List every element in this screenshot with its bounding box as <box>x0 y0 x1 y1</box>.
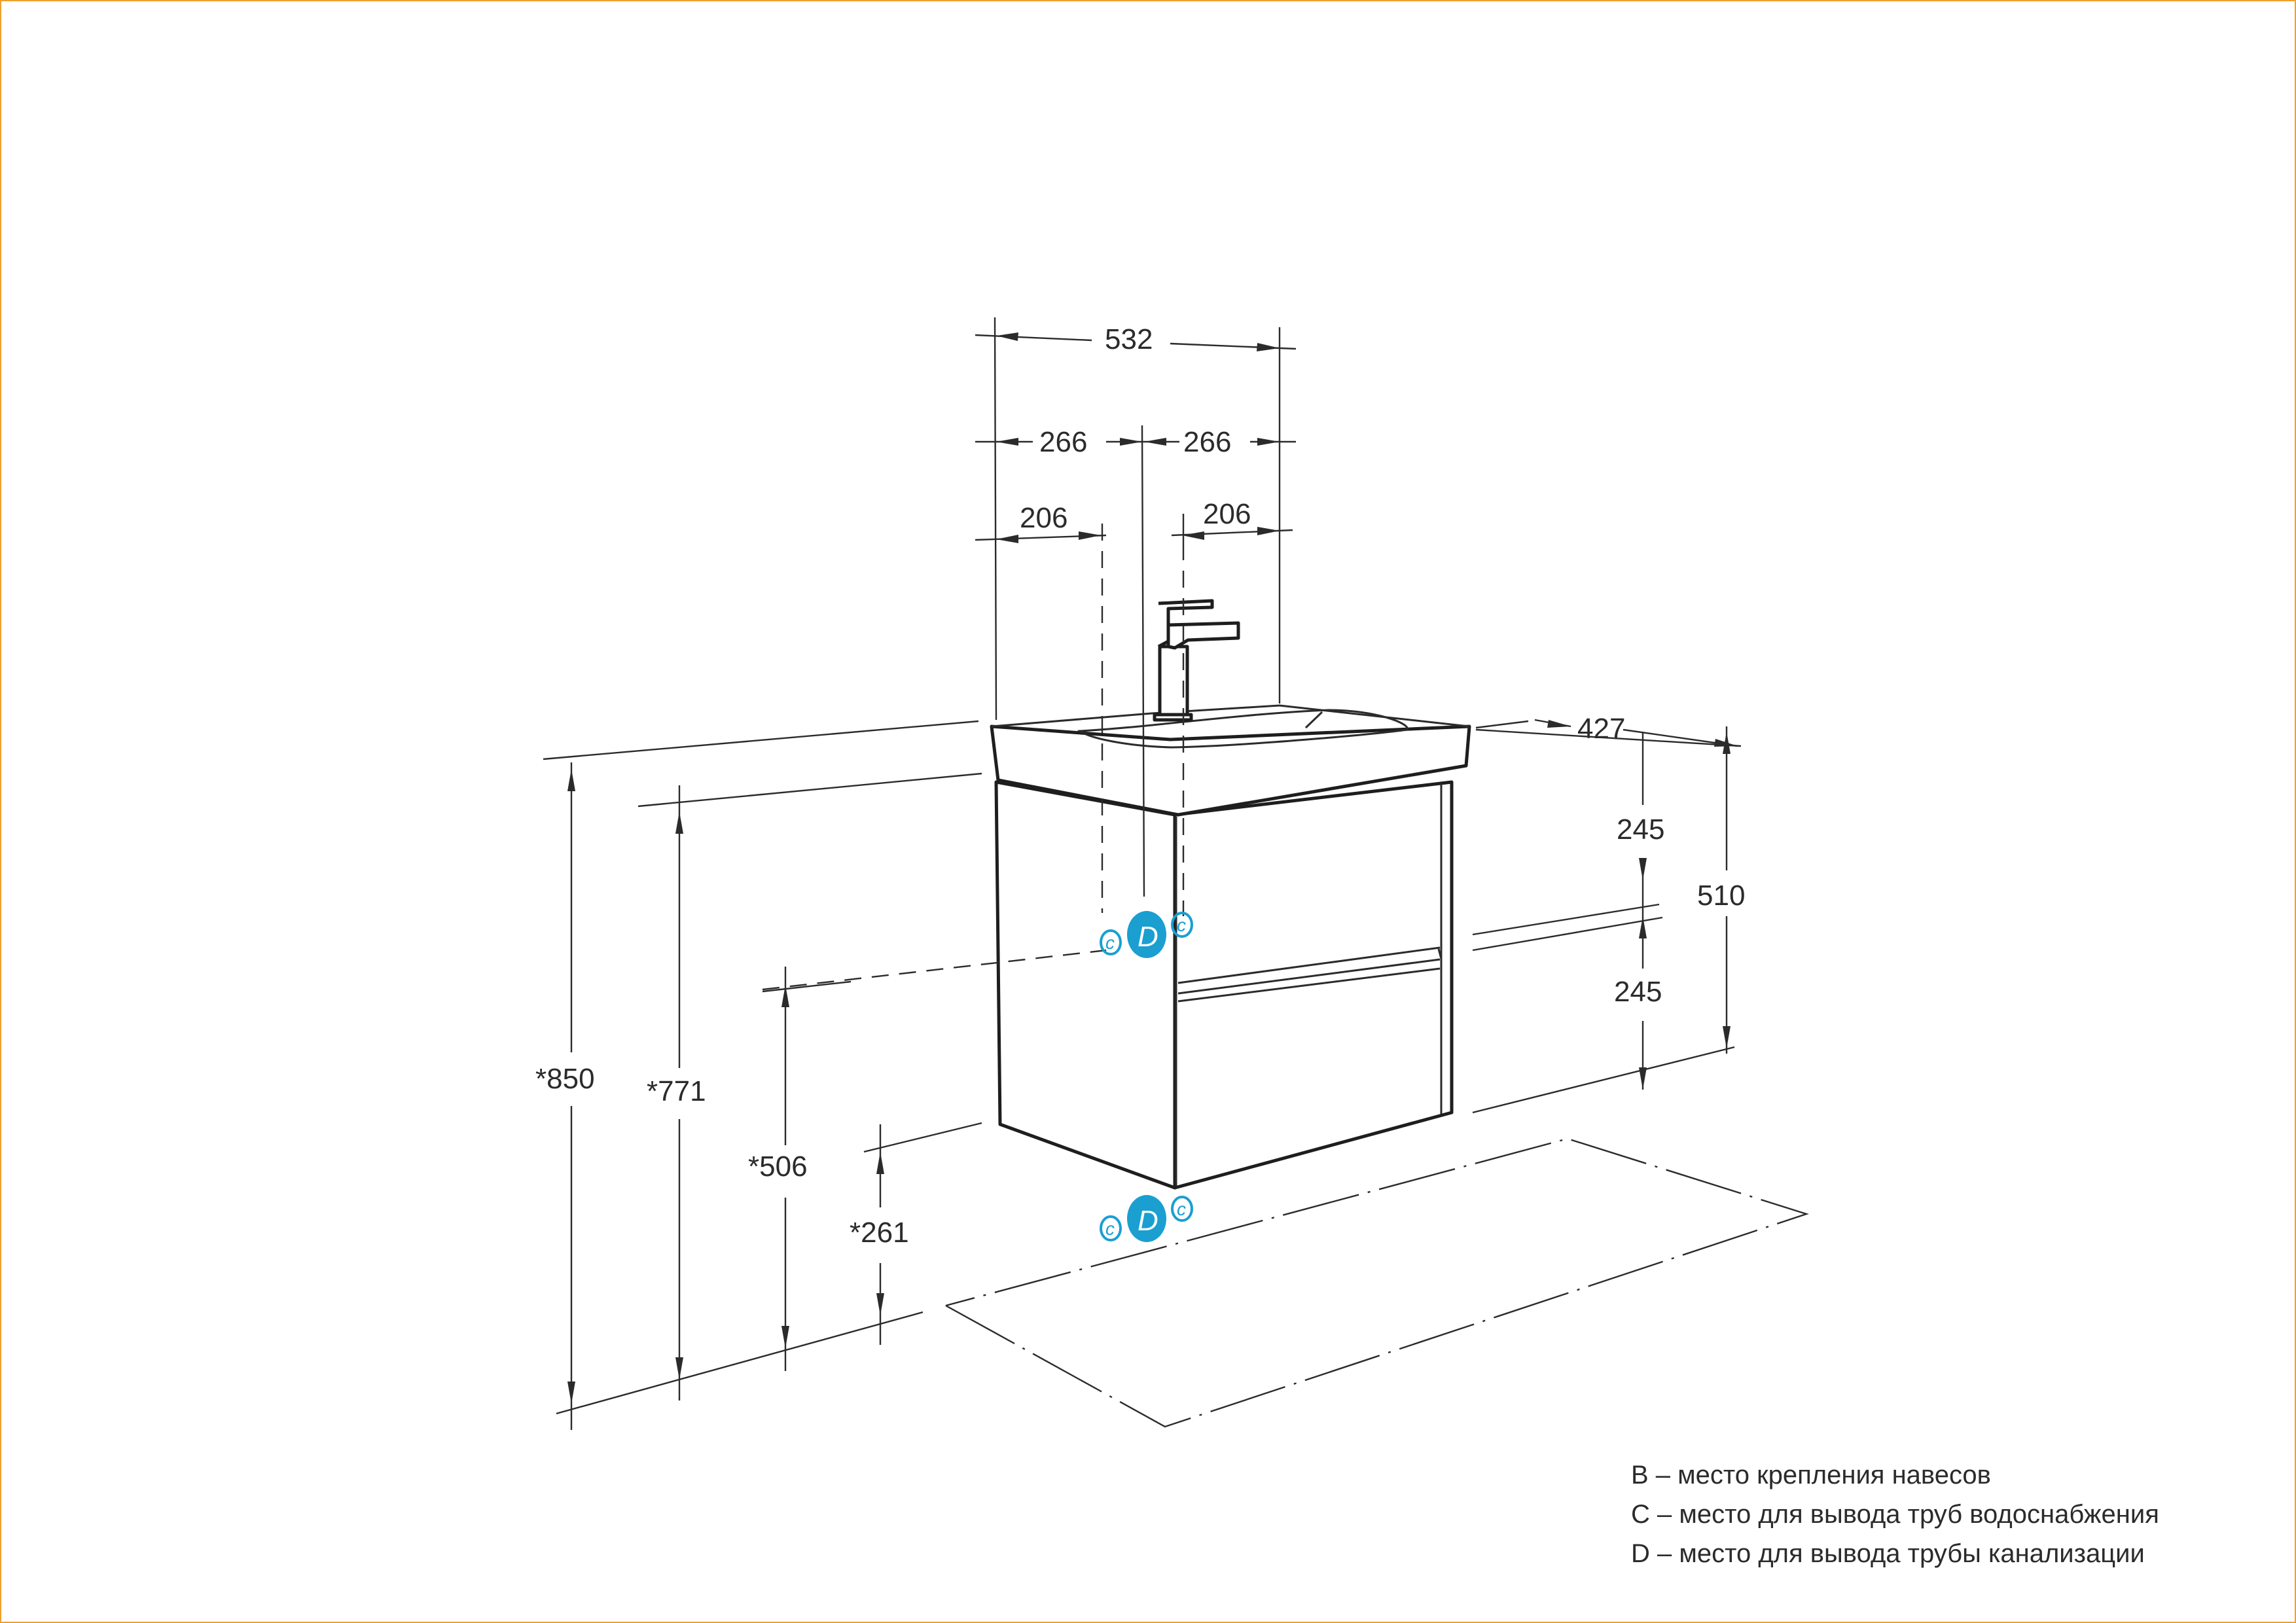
dim-850: *850 <box>535 762 595 1430</box>
faucet-spout <box>1166 621 1240 650</box>
dim-532-label: 532 <box>1105 323 1153 355</box>
legend: B – место крепления навесов C – место дл… <box>1631 1455 2159 1573</box>
washbasin <box>990 704 1471 817</box>
dim-266-left-label: 266 <box>1039 426 1087 458</box>
markers-floor: c D c <box>1100 1195 1193 1242</box>
svg-text:D: D <box>1138 1205 1158 1237</box>
dim-771-label: *771 <box>647 1075 706 1107</box>
svg-text:c: c <box>1177 1199 1186 1219</box>
dim-532: 532 <box>975 317 1297 721</box>
dim-245-upper-label: 245 <box>1617 813 1664 846</box>
dim-261-label: *261 <box>850 1217 909 1249</box>
dim-510-label: 510 <box>1697 880 1745 912</box>
dim-510: 510 <box>1697 726 1745 1054</box>
cabinet-side-panel <box>994 780 1177 1190</box>
marker-c-left-wall: c <box>1100 929 1122 955</box>
marker-c-right-wall: c <box>1171 912 1193 938</box>
dim-206-left-label: 206 <box>1020 502 1067 534</box>
faucet <box>1153 599 1240 722</box>
legend-item-b: B – место крепления навесов <box>1631 1461 1991 1489</box>
dim-261: *261 <box>850 1124 909 1345</box>
marker-c-left-floor: c <box>1100 1215 1122 1241</box>
legend-item-d: D – место для вывода трубы канализации <box>1631 1539 2145 1568</box>
dim-245: 245 245 <box>1614 732 1664 1090</box>
dim-266-right-label: 266 <box>1183 426 1231 458</box>
floor-outline <box>945 1137 1809 1428</box>
marker-d-wall: D <box>1127 911 1166 958</box>
legend-item-c: C – место для вывода труб водоснабжения <box>1631 1500 2159 1529</box>
svg-text:c: c <box>1105 933 1115 953</box>
dim-245-lower-label: 245 <box>1614 976 1662 1008</box>
cabinet <box>994 780 1454 1190</box>
dim-266: 266 266 <box>975 425 1296 897</box>
dim-427-label: 427 <box>1577 713 1625 745</box>
marker-c-right-floor: c <box>1171 1196 1193 1222</box>
dim-427: 427 <box>1475 713 1738 747</box>
dim-506-label: *506 <box>748 1150 808 1183</box>
dim-206: 206 206 <box>975 498 1293 916</box>
svg-text:c: c <box>1105 1219 1115 1239</box>
washbasin-body <box>990 724 1471 817</box>
drawer-divider-line <box>1177 946 1441 984</box>
markers-wall: c D c <box>1100 911 1193 958</box>
dim-206-right-label: 206 <box>1203 498 1251 530</box>
dim-850-label: *850 <box>535 1063 595 1095</box>
svg-text:D: D <box>1138 921 1158 953</box>
dim-506: *506 <box>748 949 1107 1371</box>
svg-text:c: c <box>1177 915 1186 935</box>
wall-reference-lines <box>543 720 1742 1415</box>
marker-d-floor: D <box>1127 1195 1166 1242</box>
washbasin-bowl <box>1077 709 1408 749</box>
dim-771: *771 <box>647 785 706 1400</box>
